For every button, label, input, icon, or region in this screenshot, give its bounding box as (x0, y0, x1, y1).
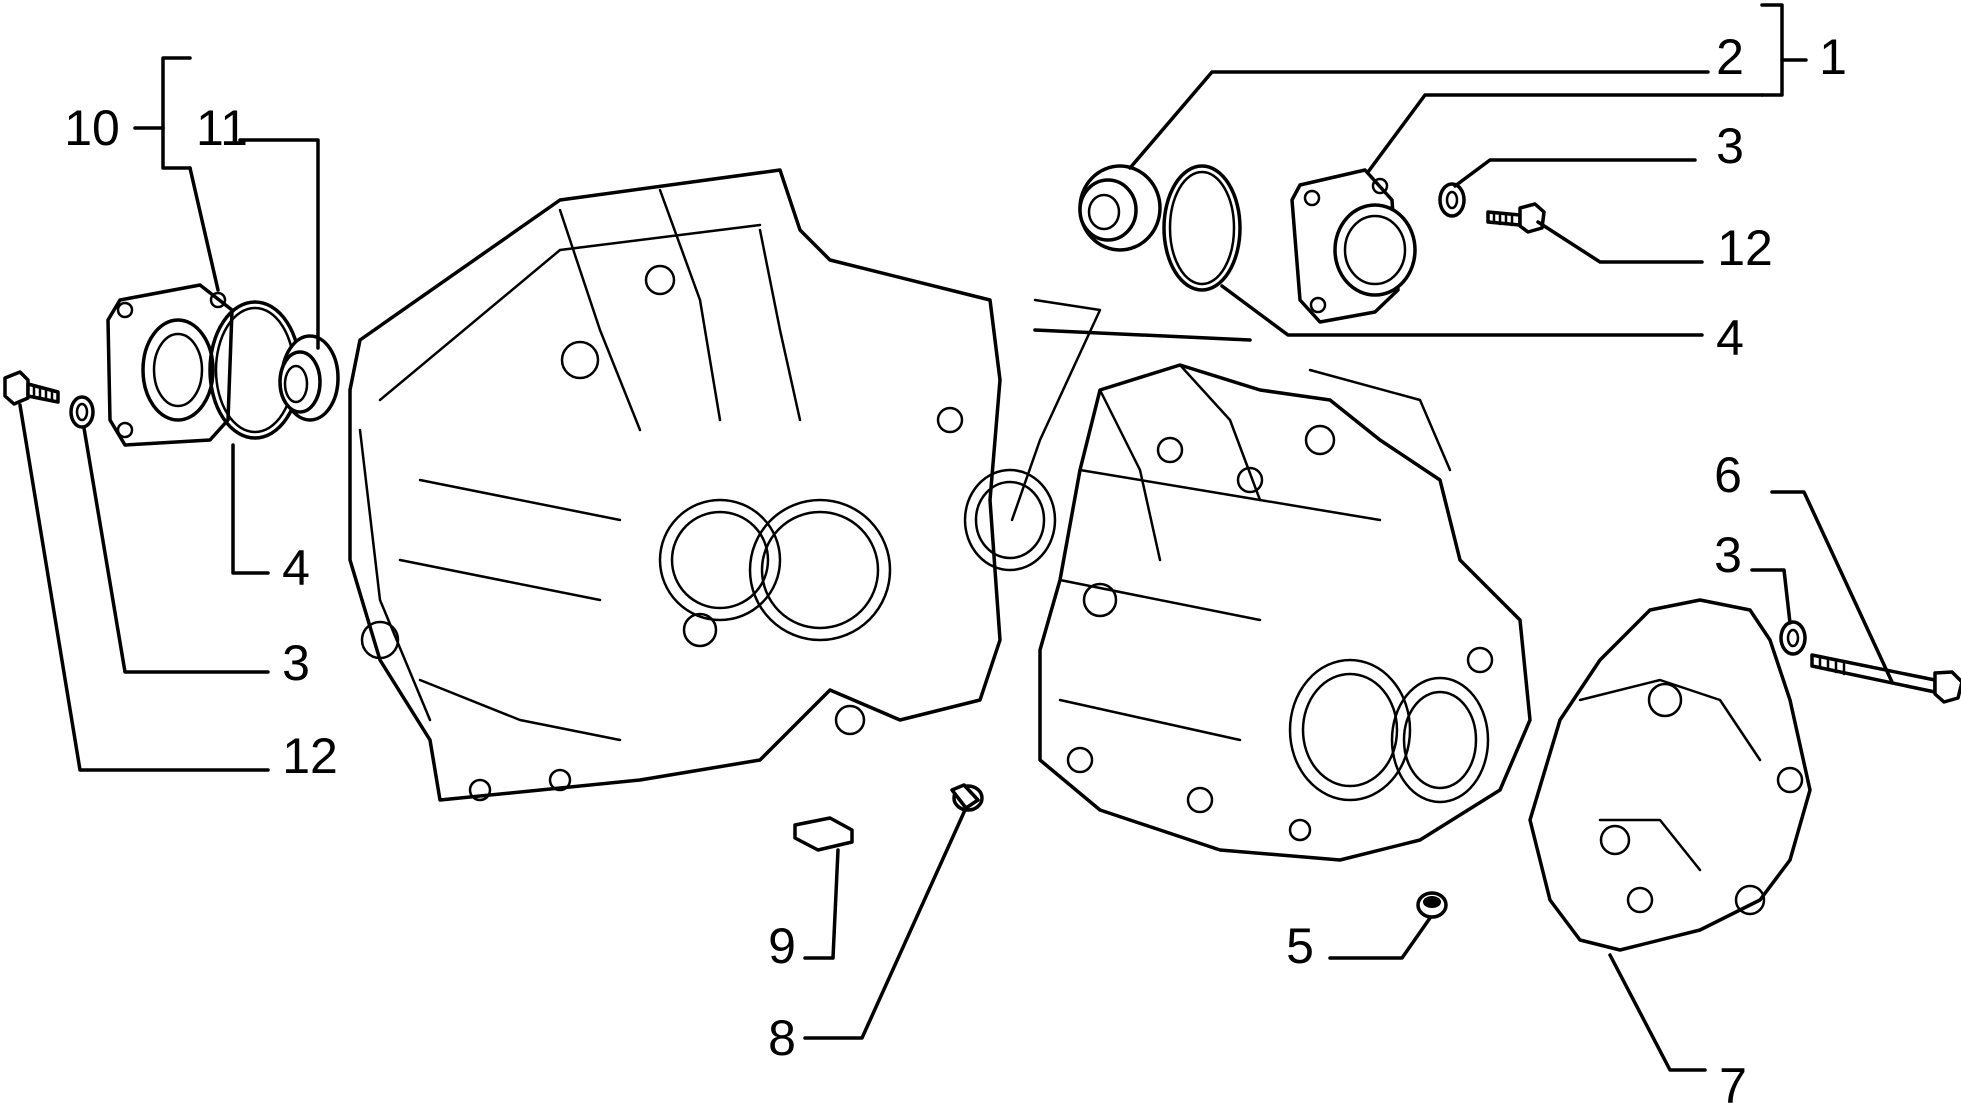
callout-9: 9 (768, 918, 796, 974)
left-flange-assembly (3, 283, 340, 447)
callout-6: 6 (1714, 447, 1742, 503)
clutch-housing (348, 168, 1057, 802)
callout-4-left: 4 (282, 540, 310, 596)
leader-lines (18, 3, 1894, 1072)
callout-labels: 1 2 3 12 4 10 11 4 3 12 6 3 9 8 5 7 (64, 29, 1847, 1106)
callout-3-top: 3 (1716, 118, 1744, 174)
callout-12-left: 12 (282, 728, 338, 784)
callout-11: 11 (196, 100, 248, 156)
callout-8: 8 (768, 1010, 796, 1066)
callout-7: 7 (1719, 1058, 1747, 1106)
gearbox-housing (1038, 363, 1532, 862)
callout-1: 1 (1819, 29, 1847, 85)
callout-5: 5 (1286, 918, 1314, 974)
right-flange-assembly (1078, 164, 1546, 324)
rear-cover-assembly (1528, 598, 1961, 952)
callout-12-top: 12 (1717, 220, 1773, 276)
callout-3-right: 3 (1714, 527, 1742, 583)
callout-4-top: 4 (1716, 310, 1744, 366)
callout-3-left: 3 (282, 635, 310, 691)
callout-2: 2 (1716, 29, 1744, 85)
callout-10: 10 (64, 100, 120, 156)
loose-small-parts (793, 783, 1448, 919)
